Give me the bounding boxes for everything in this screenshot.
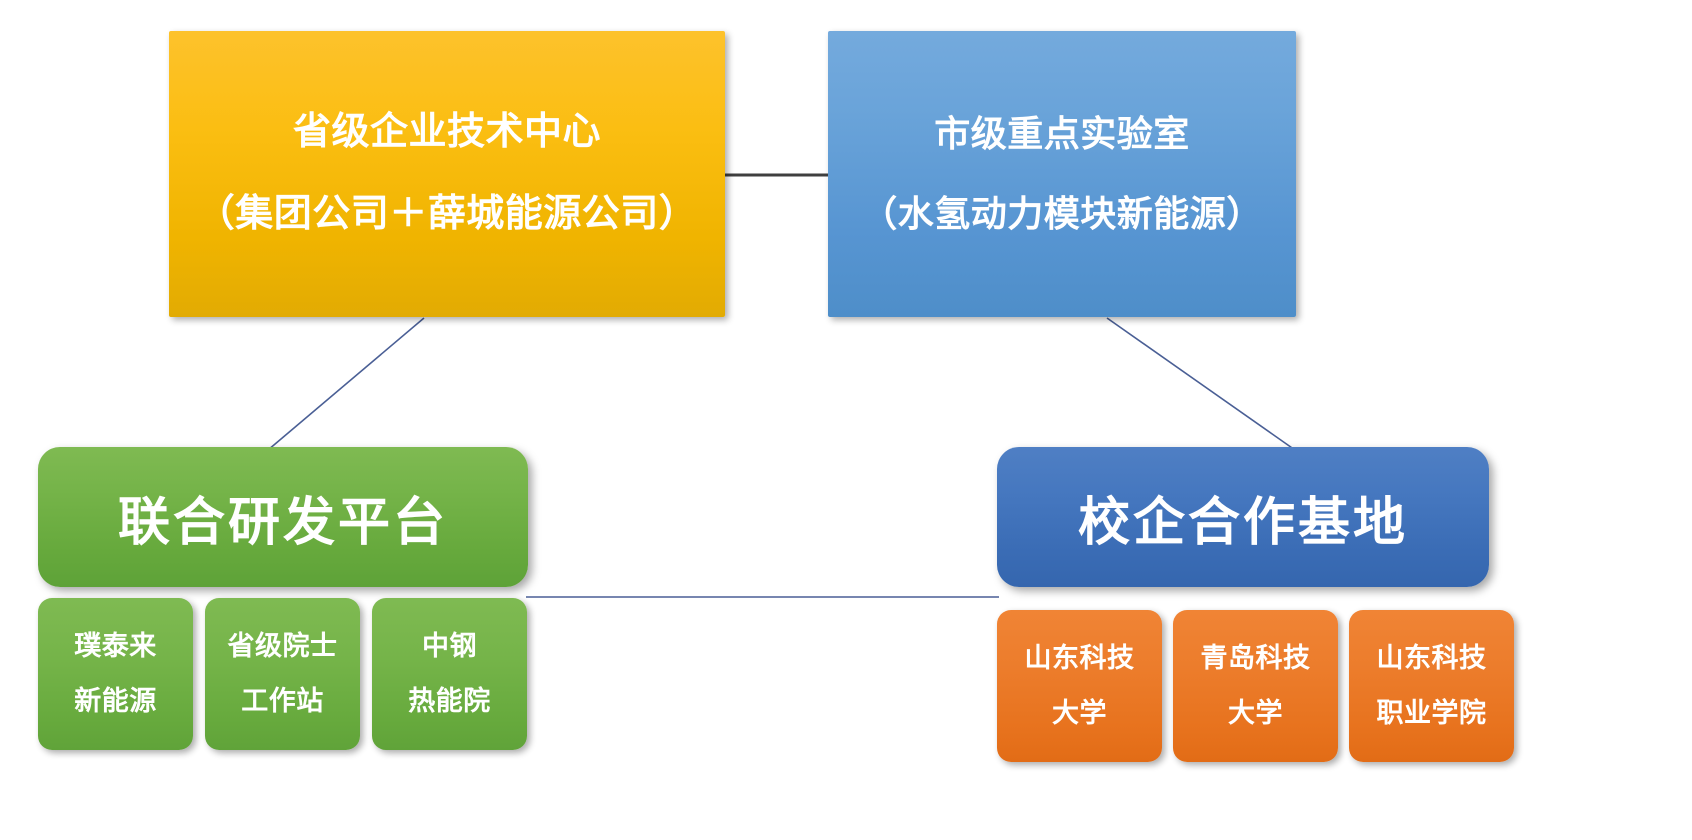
node-joint-rd-child-1[interactable]: 璞泰来 新能源: [38, 598, 193, 750]
node-coop-base-child-2[interactable]: 青岛科技 大学: [1173, 610, 1338, 762]
node-joint-rd-child-2[interactable]: 省级院士 工作站: [205, 598, 360, 750]
leaf-label-line-1: 璞泰来: [74, 631, 157, 661]
leaf-label-line-2: 热能院: [408, 686, 491, 716]
node-title-line-1: 市级重点实验室: [934, 113, 1190, 155]
node-title: 联合研发平台: [117, 493, 448, 552]
leaf-label-line-1: 山东科技: [1024, 643, 1135, 673]
node-title-line-1: 省级企业技术中心: [292, 111, 601, 154]
leaf-label-line-1: 青岛科技: [1200, 643, 1311, 673]
leaf-label-line-2: 工作站: [241, 686, 324, 716]
node-city-level-key-laboratory[interactable]: 市级重点实验室 （水氢动力模块新能源）: [828, 31, 1296, 317]
leaf-label-line-2: 大学: [1228, 698, 1283, 728]
node-coop-base-child-3[interactable]: 山东科技 职业学院: [1349, 610, 1514, 762]
leaf-label-line-1: 山东科技: [1376, 643, 1487, 673]
node-school-enterprise-cooperation-base[interactable]: 校企合作基地: [997, 447, 1489, 587]
leaf-label-line-1: 中钢: [422, 631, 477, 661]
connector-province-center-to-joint-rd: [267, 317, 425, 451]
node-coop-base-child-1[interactable]: 山东科技 大学: [997, 610, 1162, 762]
node-title-line-2: （水氢动力模块新能源）: [861, 193, 1263, 234]
leaf-label-line-2: 大学: [1052, 698, 1107, 728]
node-joint-rd-platform[interactable]: 联合研发平台: [38, 447, 528, 587]
node-joint-rd-child-3[interactable]: 中钢 热能院: [372, 598, 527, 750]
leaf-label-line-2: 职业学院: [1376, 698, 1487, 728]
leaf-label-line-1: 省级院士: [227, 631, 338, 661]
node-title: 校企合作基地: [1077, 493, 1408, 552]
node-title-line-2: （集团公司＋薛城能源公司）: [196, 193, 698, 235]
leaf-label-line-2: 新能源: [74, 686, 157, 716]
connector-city-lab-to-coop-base: [1106, 317, 1296, 451]
node-province-level-enterprise-technology-center[interactable]: 省级企业技术中心 （集团公司＋薛城能源公司）: [169, 31, 725, 317]
